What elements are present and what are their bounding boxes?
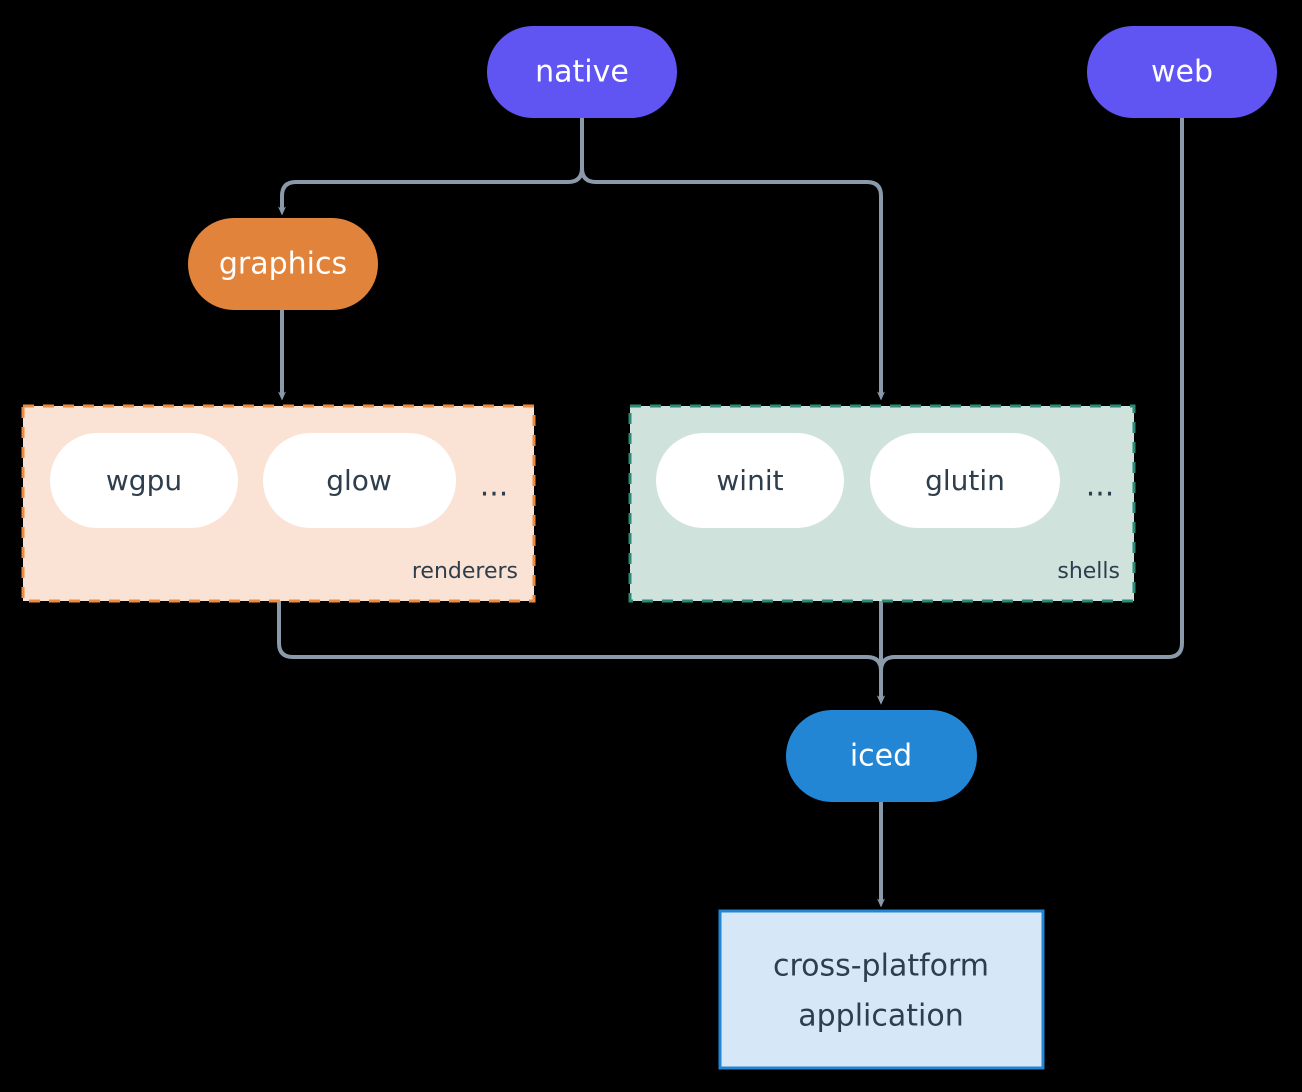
item-glutin-label: glutin	[925, 464, 1005, 497]
group-renderers-caption: renderers	[412, 559, 518, 584]
node-iced[interactable]: iced	[786, 710, 977, 802]
node-web-label: web	[1151, 55, 1213, 90]
node-web[interactable]: web	[1087, 26, 1277, 118]
item-winit-label: winit	[716, 464, 783, 497]
node-native-label: native	[535, 55, 629, 90]
node-graphics-label: graphics	[219, 247, 347, 282]
node-graphics[interactable]: graphics	[188, 218, 378, 310]
shells-ellipsis: ...	[1086, 469, 1115, 504]
group-renderers: wgpu glow ... renderers	[21, 404, 536, 603]
item-glow-pill[interactable]	[263, 433, 456, 528]
edge-web-to-iced	[877, 118, 1184, 705]
item-wgpu-pill[interactable]	[50, 433, 238, 528]
node-iced-label: iced	[850, 739, 912, 774]
node-application-shape[interactable]	[718, 909, 1045, 1070]
node-application-label-line1: cross-platform	[773, 949, 989, 984]
edge-native-to-shells	[580, 118, 885, 401]
group-shells: winit glutin ... shells	[628, 404, 1136, 603]
node-native[interactable]: native	[487, 26, 677, 118]
node-native-shape[interactable]	[487, 26, 677, 118]
node-graphics-shape[interactable]	[188, 218, 378, 310]
edge-native-to-graphics	[278, 118, 584, 216]
edge-layer	[277, 118, 1184, 908]
item-glow-label: glow	[326, 464, 392, 497]
item-glutin-pill[interactable]	[870, 433, 1060, 528]
node-application[interactable]: cross-platform application	[718, 909, 1045, 1070]
node-iced-shape[interactable]	[786, 710, 977, 802]
item-winit-pill[interactable]	[656, 433, 844, 528]
item-wgpu-label: wgpu	[106, 464, 182, 497]
group-shells-caption: shells	[1057, 559, 1120, 584]
node-application-label-line2: application	[798, 999, 963, 1034]
renderers-ellipsis: ...	[480, 469, 509, 504]
edge-renderers-to-iced	[277, 601, 885, 705]
node-web-shape[interactable]	[1087, 26, 1277, 118]
